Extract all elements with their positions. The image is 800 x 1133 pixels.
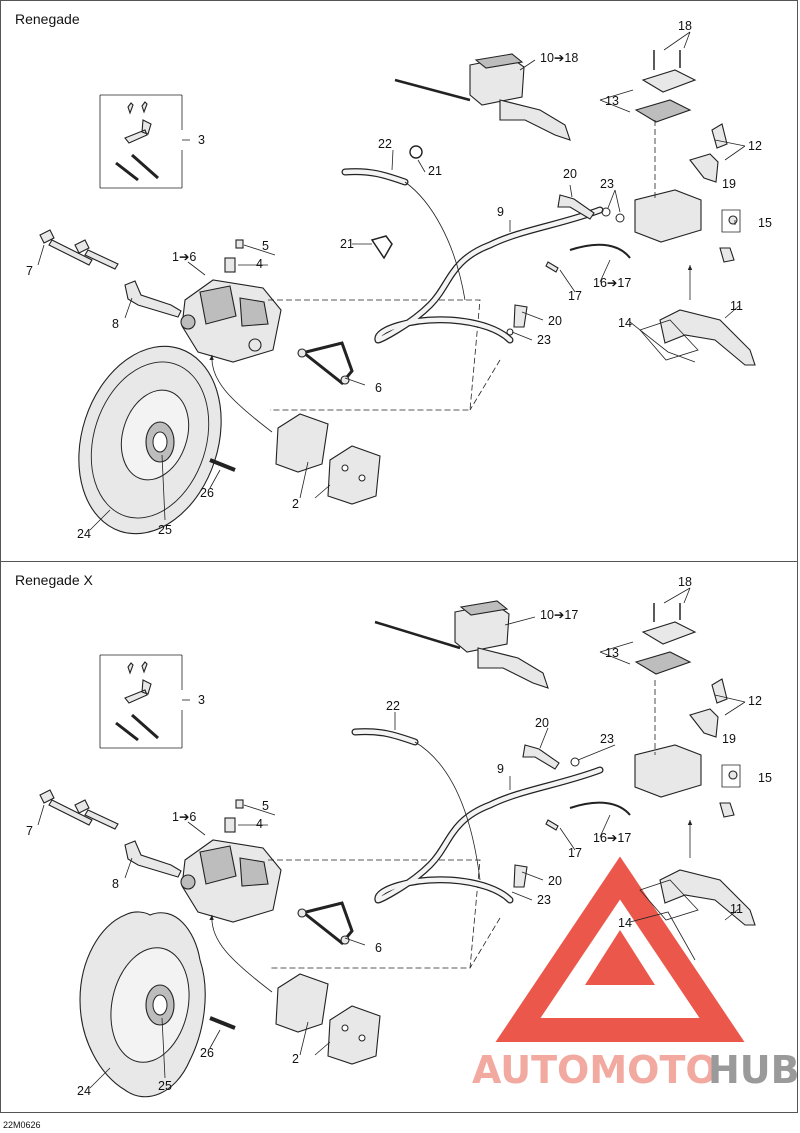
callout-7: 7 <box>26 264 33 278</box>
callout-x-2: 2 <box>292 1052 299 1066</box>
callout-x-15: 15 <box>758 771 772 785</box>
callout-x-8: 8 <box>112 877 119 891</box>
callout-x-5: 5 <box>262 799 269 813</box>
callout-19: 19 <box>722 177 736 191</box>
callout-x-9: 9 <box>497 762 504 776</box>
callout-1-6: 1➔6 <box>172 250 196 264</box>
callout-x-20-a: 20 <box>535 716 549 730</box>
callout-14: 14 <box>618 316 632 330</box>
callout-17: 17 <box>568 289 582 303</box>
callout-8: 8 <box>112 317 119 331</box>
callout-6: 6 <box>375 381 382 395</box>
renegade-x-drawing: 3 1➔6 5 4 7 8 10➔17 18 13 12 22 20 23 9 … <box>26 575 800 1098</box>
callout-23-a: 23 <box>600 177 614 191</box>
callout-x-22: 22 <box>386 699 400 713</box>
callout-10-18: 10➔18 <box>540 51 578 65</box>
callout-20-b: 20 <box>548 314 562 328</box>
callout-x-12: 12 <box>748 694 762 708</box>
callout-26: 26 <box>200 486 214 500</box>
callout-24: 24 <box>77 527 91 541</box>
watermark-text-automoto: AUTOMOTO <box>472 1048 718 1092</box>
callout-x-18: 18 <box>678 575 692 589</box>
renegade-drawing: 3 1➔6 5 4 7 8 10➔18 18 13 12 22 21 21 20… <box>26 19 772 541</box>
renegade-x-panel: Renegade X <box>0 561 798 1113</box>
callout-11: 11 <box>730 299 743 313</box>
watermark-logo <box>495 856 745 1042</box>
callout-x-24: 24 <box>77 1084 91 1098</box>
panel-title-renegade-x: Renegade X <box>15 572 93 588</box>
callout-x-23-a: 23 <box>600 732 614 746</box>
callout-x-1-6: 1➔6 <box>172 810 196 824</box>
callout-4: 4 <box>256 257 263 271</box>
callout-23-b: 23 <box>537 333 551 347</box>
callout-3: 3 <box>198 133 205 147</box>
callout-x-26: 26 <box>200 1046 214 1060</box>
panel-title-renegade: Renegade <box>15 11 80 27</box>
callout-x-19: 19 <box>722 732 736 746</box>
callout-20-a: 20 <box>563 167 577 181</box>
document-id: 22M0626 <box>3 1120 41 1130</box>
callout-x-10-17: 10➔17 <box>540 608 578 622</box>
callout-16-17: 16➔17 <box>593 276 631 290</box>
callout-9: 9 <box>497 205 504 219</box>
callout-x-4: 4 <box>256 817 263 831</box>
callout-2: 2 <box>292 497 299 511</box>
callout-x-25: 25 <box>158 1079 172 1093</box>
callout-x-6: 6 <box>375 941 382 955</box>
callout-x-7: 7 <box>26 824 33 838</box>
callouts-renegade-x: 3 1➔6 5 4 7 8 10➔17 18 13 12 22 20 23 9 … <box>26 575 772 1098</box>
callout-25: 25 <box>158 523 172 537</box>
callout-12: 12 <box>748 139 762 153</box>
callout-5: 5 <box>262 239 269 253</box>
callout-x-20-b: 20 <box>548 874 562 888</box>
watermark-text-hub: HUB <box>708 1048 800 1092</box>
callout-x-11: 11 <box>730 902 743 916</box>
callout-x-14: 14 <box>618 916 632 930</box>
callout-15: 15 <box>758 216 772 230</box>
callout-x-17: 17 <box>568 846 582 860</box>
callout-22: 22 <box>378 137 392 151</box>
callout-21-b: 21 <box>340 237 354 251</box>
callouts-renegade: 3 1➔6 5 4 7 8 10➔18 18 13 12 22 21 21 20… <box>26 19 772 541</box>
callout-x-16-17: 16➔17 <box>593 831 631 845</box>
callout-21-a: 21 <box>428 164 442 178</box>
callout-x-23-b: 23 <box>537 893 551 907</box>
callout-18: 18 <box>678 19 692 33</box>
callout-x-3: 3 <box>198 693 205 707</box>
